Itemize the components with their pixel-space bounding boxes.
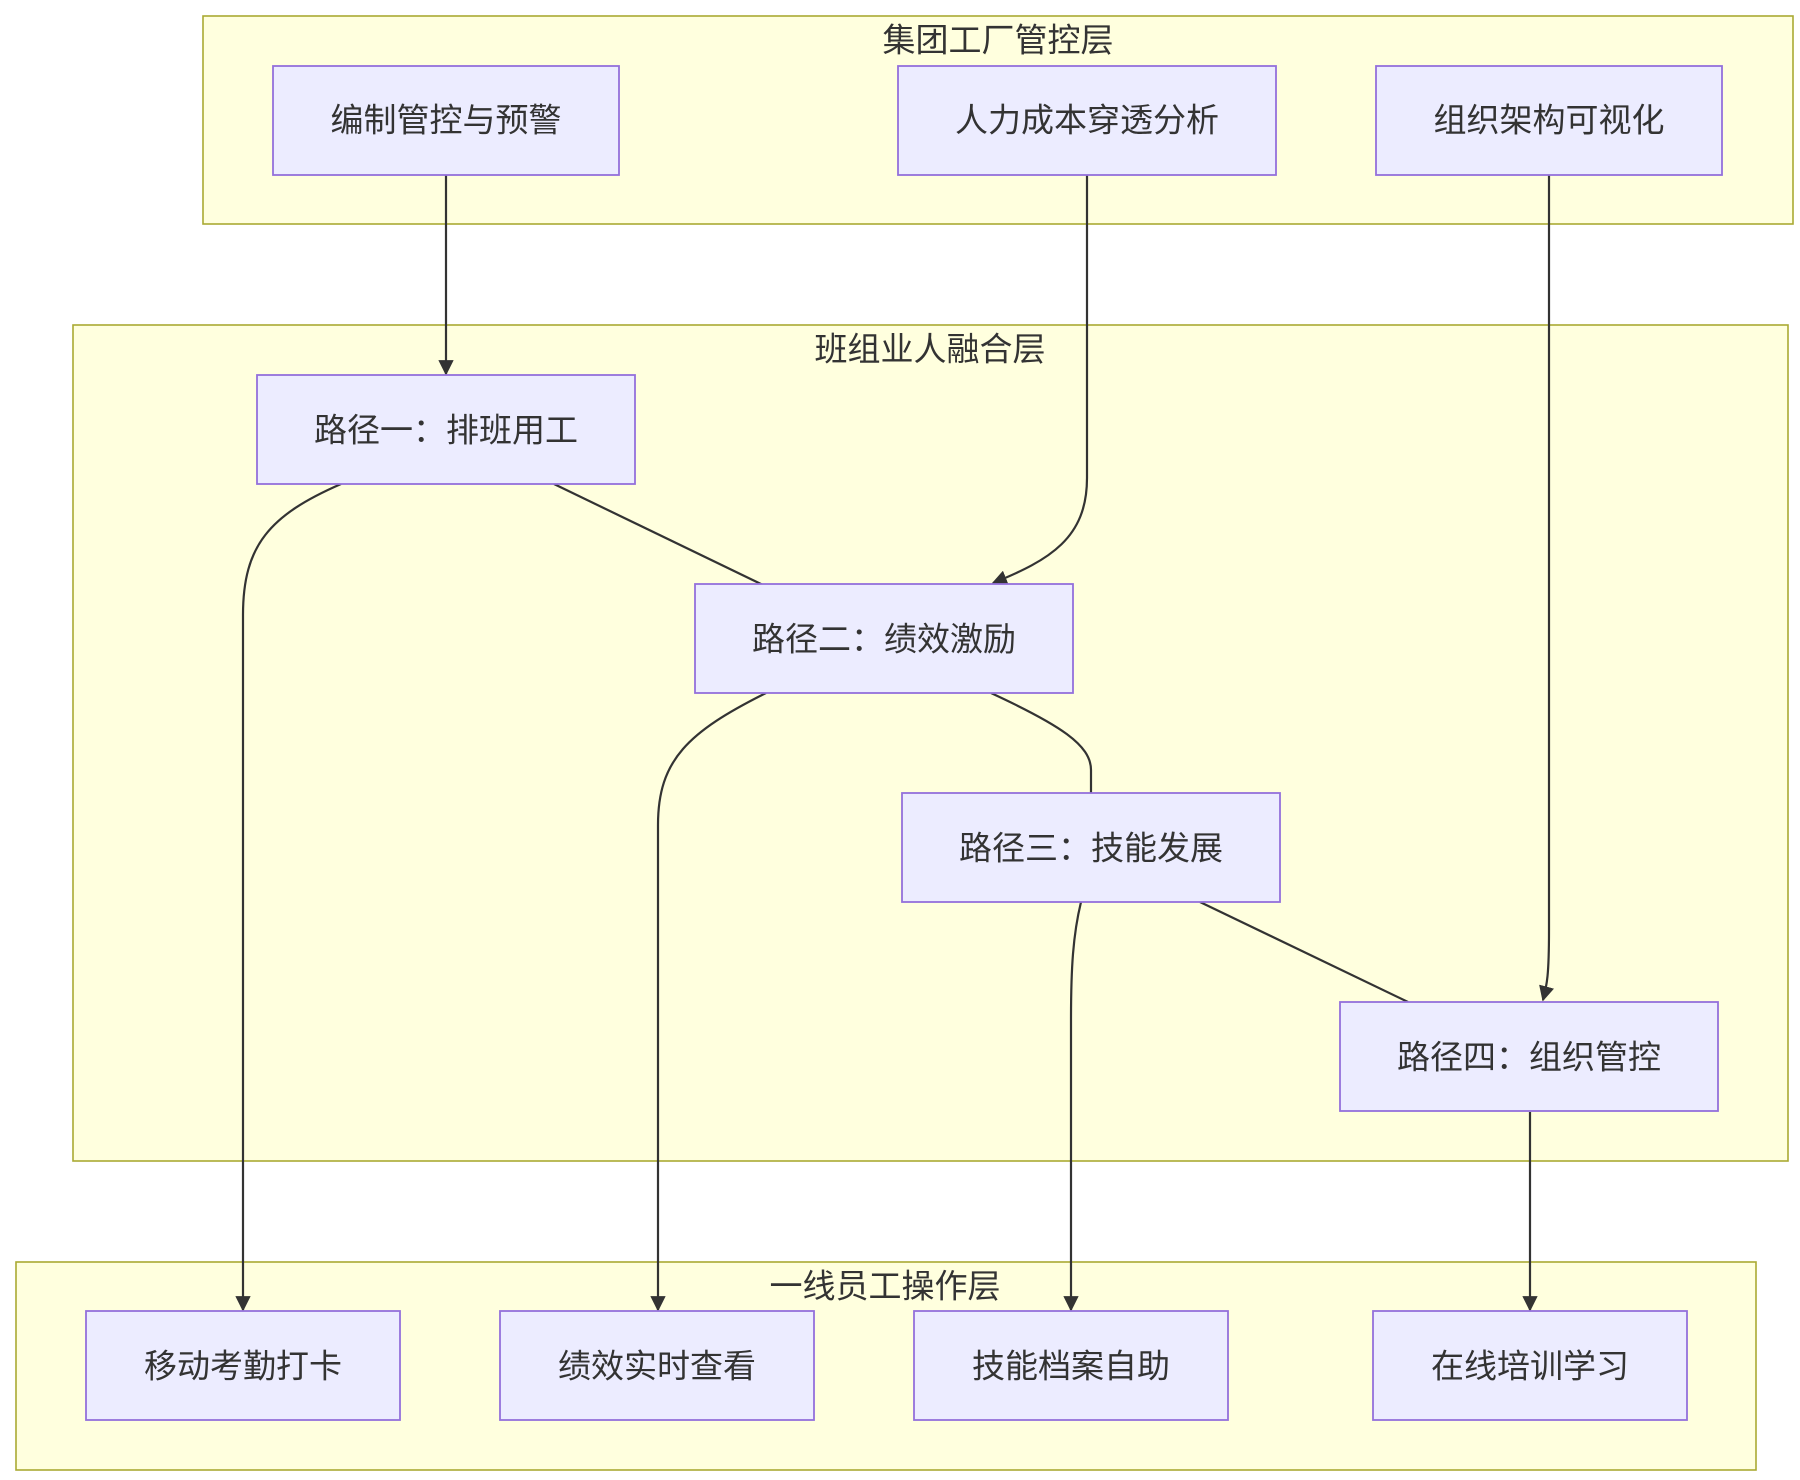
edges	[235, 175, 1555, 1312]
node-path1[interactable]: 路径一：排班用工	[256, 374, 636, 485]
edge-path1-path2	[553, 483, 764, 586]
node-zuzhi-vis-label: 组织架构可视化	[1434, 101, 1665, 140]
edge-path2-path3	[990, 692, 1093, 793]
node-path3-label: 路径三：技能发展	[959, 829, 1223, 868]
node-zaixian[interactable]: 在线培训学习	[1372, 1310, 1688, 1421]
node-jineng-label: 技能档案自助	[972, 1347, 1170, 1386]
node-jixiao-label: 绩效实时查看	[558, 1347, 756, 1386]
node-path4[interactable]: 路径四：组织管控	[1339, 1001, 1719, 1112]
edge-renli-path2	[991, 175, 1089, 585]
cluster-top-label: 集团工厂管控层	[883, 21, 1114, 60]
node-path3[interactable]: 路径三：技能发展	[901, 792, 1281, 903]
node-bianzhi-label: 编制管控与预警	[331, 101, 562, 140]
cluster-bottom-label: 一线员工操作层	[770, 1267, 1001, 1306]
node-renli[interactable]: 人力成本穿透分析	[897, 65, 1277, 176]
edge-zuzhi-path4	[1539, 175, 1555, 1002]
node-zuzhi-vis[interactable]: 组织架构可视化	[1375, 65, 1723, 176]
edge-path3-path4	[1199, 901, 1409, 1003]
node-bianzhi[interactable]: 编制管控与预警	[272, 65, 620, 176]
node-zaixian-label: 在线培训学习	[1431, 1347, 1629, 1386]
node-path2-label: 路径二：绩效激励	[752, 620, 1016, 659]
cluster-middle-label: 班组业人融合层	[815, 330, 1046, 369]
node-jineng[interactable]: 技能档案自助	[913, 1310, 1229, 1421]
edge-path3-jineng	[1063, 901, 1083, 1312]
node-path1-label: 路径一：排班用工	[314, 411, 578, 450]
edge-path2-jixiao	[650, 692, 767, 1312]
node-path4-label: 路径四：组织管控	[1397, 1038, 1661, 1077]
edge-path1-yidong	[235, 482, 342, 1312]
node-path2[interactable]: 路径二：绩效激励	[694, 583, 1074, 694]
node-renli-label: 人力成本穿透分析	[955, 101, 1219, 140]
node-yidong-label: 移动考勤打卡	[144, 1347, 342, 1386]
node-yidong[interactable]: 移动考勤打卡	[85, 1310, 401, 1421]
node-jixiao[interactable]: 绩效实时查看	[499, 1310, 815, 1421]
